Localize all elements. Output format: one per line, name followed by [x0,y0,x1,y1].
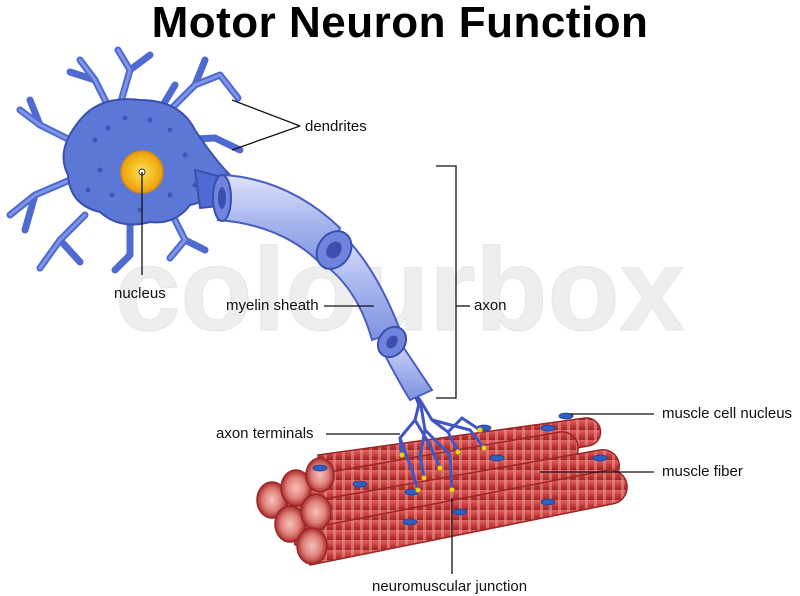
leader-lines [141,99,654,574]
label-dendrites: dendrites [305,118,367,135]
muscle-fiber-bundle [256,412,628,566]
synaptic-endings [399,427,487,493]
muscle-cell-nuclei [312,412,608,526]
page-title: Motor Neuron Function [151,0,649,47]
label-axon-terminals: axon terminals [216,425,314,442]
watermark: colourbox [115,224,685,356]
axon-terminals [398,398,486,492]
label-nucleus: nucleus [114,285,166,302]
fiber-ends [256,457,335,565]
label-muscle-cell-nucleus: muscle cell nucleus [662,405,793,422]
label-muscle-fiber: muscle fiber [662,463,743,480]
muscle-fiber [299,469,628,566]
label-myelin-sheath: myelin sheath [226,297,319,314]
label-neuromuscular-junction: neuromuscular junction [372,578,528,595]
label-axon: axon [474,297,507,314]
myelin-sheath [212,173,434,406]
